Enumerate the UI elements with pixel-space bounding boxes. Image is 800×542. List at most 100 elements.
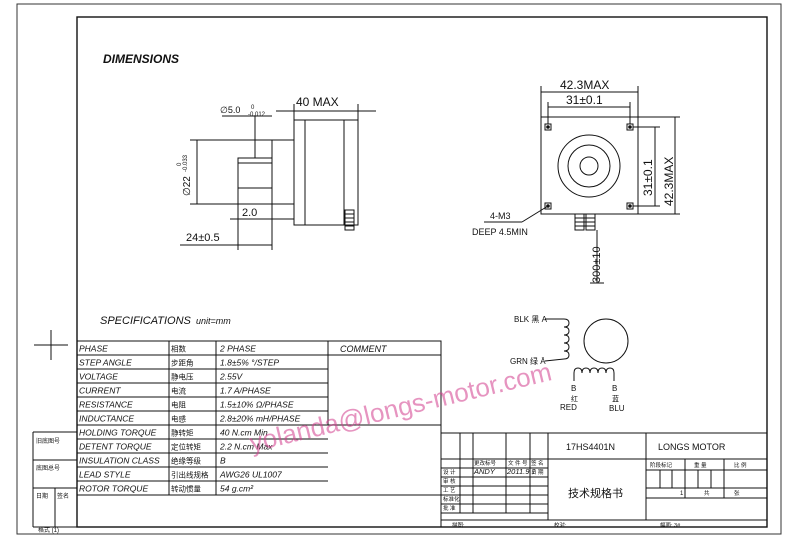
row-design: 设 计: [443, 468, 456, 476]
wire-red: RED: [560, 403, 577, 412]
hole-depth-label: DEEP 4.5MIN: [472, 227, 528, 237]
boss-tol-upper: 0: [177, 162, 183, 166]
spec-name-cn: 定位转矩: [171, 442, 201, 452]
spec-name: VOLTAGE: [79, 372, 118, 382]
specifications-title: SPECIFICATIONS: [100, 315, 192, 327]
spec-name: INDUCTANCE: [79, 414, 134, 424]
spec-name-cn: 电流: [171, 386, 186, 396]
inner-border: [76, 16, 768, 528]
shaft-tol-upper: 0: [251, 105, 255, 111]
margin-label-4: 签名: [57, 492, 69, 500]
spec-name-cn: 引出线规格: [171, 470, 209, 480]
spec-name-cn: 电感: [171, 414, 186, 424]
margin-label-2: 底图总号: [36, 464, 60, 472]
row-std: 标准化: [443, 495, 460, 503]
wire-blk: BLK 黑 A: [514, 315, 548, 324]
row-process: 工 艺: [443, 487, 456, 494]
spec-value: 54 g.cm²: [220, 484, 254, 494]
boss-side: [271, 139, 295, 205]
hole-pitch-h-label: 31±0.1: [566, 93, 603, 107]
spec-value: 1.8±5% °/STEP: [220, 358, 279, 368]
coil-b: [573, 367, 615, 381]
size-label: 幅面: 3#: [660, 521, 681, 529]
total-label: 共: [704, 489, 710, 497]
spec-name-cn: 静转矩: [171, 428, 194, 438]
spec-name: CURRENT: [79, 386, 121, 396]
motor-face: [540, 116, 639, 215]
spec-name: DETENT TORQUE: [79, 442, 152, 452]
spec-name: LEAD STYLE: [79, 470, 131, 480]
title-block: [440, 432, 768, 528]
shaft-tol-lower: -0.012: [248, 112, 266, 118]
margin-label-3: 日期: [36, 492, 48, 500]
lead-wires-side: [344, 209, 355, 231]
lead-wires-front: [574, 213, 596, 231]
spec-value: B: [220, 456, 226, 466]
spec-value: 2.55V: [219, 372, 244, 382]
spec-value: 40 N.cm Min: [220, 428, 268, 438]
spec-name-cn: 绝缘等级: [171, 456, 201, 466]
dimensions-title: DIMENSIONS: [103, 52, 179, 66]
sheet-number: 1: [680, 491, 684, 497]
spec-value: 2 PHASE: [219, 344, 256, 354]
page-label: 张: [734, 489, 740, 497]
spec-value: 2.8±20% mH/PHASE: [219, 414, 301, 424]
spec-value: 1.5±10% Ω/PHASE: [220, 400, 294, 410]
comment-header: COMMENT: [340, 344, 388, 354]
spec-name: STEP ANGLE: [79, 358, 132, 368]
col-mark: 更改标号: [474, 459, 497, 467]
shaft-dia-label: ∅5.0: [220, 105, 240, 115]
coil-a: [544, 318, 570, 362]
margin-label-1: 旧底图号: [36, 437, 60, 445]
spec-rows: PHASE 相数 2 PHASE STEP ANGLE 步距角 1.8±5% °/STEP…: [79, 344, 301, 494]
verify-label: 校对:: [554, 521, 567, 529]
rotor-circle: [583, 318, 629, 364]
company-label: LONGS MOTOR: [658, 442, 726, 452]
outer-border: [16, 3, 782, 535]
col-weight: 重 量: [694, 461, 707, 469]
format-label: 格式 (1): [38, 526, 59, 534]
side-view: [180, 104, 376, 250]
wire-b-left: B: [571, 384, 576, 393]
drawn-label: 描图:: [452, 521, 465, 529]
wiring-diagram: [544, 318, 629, 381]
row-approve: 批 准: [443, 504, 456, 512]
boss-tol-lower: -0.033: [183, 154, 189, 172]
col-sign: 签 名: [531, 459, 544, 467]
length-max-label: 40 MAX: [296, 95, 339, 109]
spec-table: [76, 340, 442, 496]
spec-value: 1.7 A/PHASE: [220, 386, 271, 396]
boss-height-label: 2.0: [242, 207, 257, 219]
spec-value: AWG26 UL1007: [219, 470, 282, 480]
unit-label: unit=mm: [196, 316, 231, 326]
row-check: 审 核: [443, 477, 456, 485]
wire-b-right: B: [612, 384, 617, 393]
boss-circle: [557, 134, 621, 198]
wire-blu-cn: 蓝: [612, 394, 619, 403]
shaft-length-label: 24±0.5: [186, 232, 220, 244]
boss-dia-label: ∅22: [182, 176, 193, 196]
col-ratio: 比 例: [734, 461, 747, 469]
spec-name: INSULATION CLASS: [79, 456, 160, 466]
hole-pitch-v-label: 31±0.1: [641, 159, 655, 196]
col-date: 日 期: [531, 469, 544, 476]
hole-spec-label: 4-M3: [490, 211, 511, 221]
wire-grn: GRN 绿 Ā: [510, 357, 546, 366]
front-view: [484, 86, 680, 284]
spec-name: PHASE: [79, 344, 108, 354]
col-file: 文 件 号: [508, 459, 528, 467]
spec-name: RESISTANCE: [79, 400, 133, 410]
spec-name-cn: 电阻: [171, 400, 186, 410]
spec-name-cn: 步距角: [171, 358, 194, 368]
spec-name: ROTOR TORQUE: [79, 484, 148, 494]
spec-name-cn: 静电压: [171, 372, 194, 382]
spec-name: HOLDING TORQUE: [79, 428, 157, 438]
designer-name: ANDY: [473, 467, 496, 476]
height-max-label: 42.3MAX: [662, 157, 676, 206]
shaft-circle: [579, 156, 599, 176]
width-max-label: 42.3MAX: [560, 78, 609, 92]
wire-blu: BLU: [609, 404, 625, 413]
spec-name-cn: 相数: [171, 344, 186, 354]
left-margin: [32, 330, 77, 528]
